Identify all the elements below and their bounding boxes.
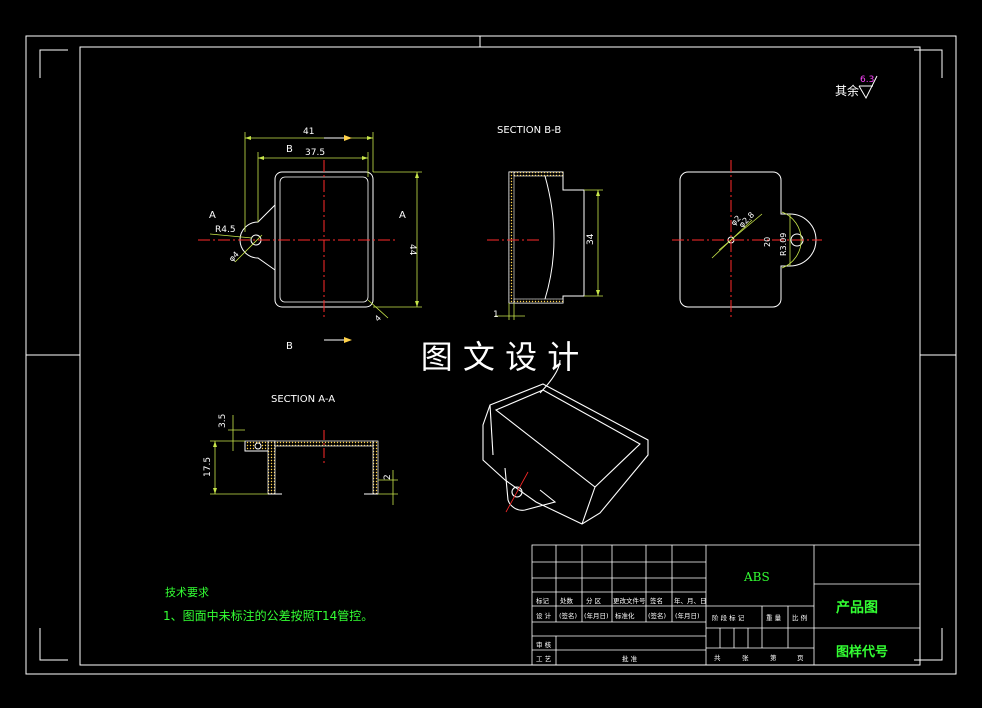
tb-header-3: 更改文件号 <box>613 596 646 605</box>
tb-header-0: 标记 <box>536 596 550 605</box>
side-view: φ2 φ2.8 20 R3.09 <box>672 160 822 318</box>
dim-height-20: 20 <box>763 237 772 247</box>
tb-design-1: (签名) <box>559 611 577 620</box>
dim-height-44: 44 <box>407 244 417 256</box>
dim-width-37-5: 37.5 <box>305 148 325 158</box>
tb-material: ABS <box>743 570 770 584</box>
section-mark-a-right: A <box>399 210 406 221</box>
tb-header-4: 签名 <box>650 596 663 605</box>
side-outline <box>679 171 817 308</box>
section-mark-b-bottom: B <box>286 341 293 352</box>
tb-approve: 批 准 <box>622 654 638 663</box>
tb-process: 工 艺 <box>536 655 552 663</box>
tb-stage-2: 比 例 <box>792 613 807 622</box>
front-view: 41 37.5 44 R4.5 φ4 4 A A B B <box>198 127 422 352</box>
section-aa: SECTION A-A 3.5 17.5 2 <box>203 394 398 505</box>
tb-drawing-no: 图样代号 <box>836 644 888 660</box>
inner-border <box>79 46 921 666</box>
section-mark-b-top: B <box>286 144 293 155</box>
tb-design-0: 设 计 <box>536 611 552 620</box>
section-aa-title: SECTION A-A <box>271 394 335 405</box>
tech-req-line1: 1、图面中未标注的公差按照T14管控。 <box>163 608 373 623</box>
section-bb-outline <box>508 171 585 304</box>
tb-header-2: 分 区 <box>586 596 602 605</box>
dim-2: 2 <box>383 474 393 480</box>
tb-sheet-1: 张 <box>742 653 749 662</box>
tb-sheet-0: 共 <box>714 653 721 662</box>
isometric-view <box>482 359 649 525</box>
dim-3-5: 3.5 <box>218 414 228 428</box>
section-mark-a-left: A <box>209 210 216 221</box>
watermark: 图 文 设 计 <box>421 338 580 376</box>
tb-design-4: (签名) <box>648 611 666 620</box>
tb-header-1: 处数 <box>560 596 574 605</box>
dim-depth-34: 34 <box>586 233 596 245</box>
tech-req-heading: 技术要求 <box>165 586 209 599</box>
tb-design-3: 标准化 <box>615 611 635 620</box>
section-bb-title: SECTION B-B <box>497 125 561 136</box>
tb-sheet-3: 页 <box>797 654 804 662</box>
roughness-value: 6.3 <box>860 75 874 85</box>
roughness-symbol: 其余 6.3 <box>835 75 878 100</box>
dim-r4-5: R4.5 <box>215 225 236 235</box>
roughness-label: 其余 <box>835 83 859 98</box>
dim-r3: R3.09 <box>779 233 788 256</box>
dim-width-41: 41 <box>303 127 314 137</box>
dim-corner-r: 4 <box>373 313 383 323</box>
dim-wall-1: 1 <box>493 310 499 320</box>
dim-phi4: φ4 <box>227 250 241 264</box>
tb-sheet-2: 第 <box>770 653 777 662</box>
sheet-frame <box>25 35 957 675</box>
tb-design-2: (年月日) <box>584 611 609 620</box>
tb-drawing-name: 产品图 <box>836 599 878 616</box>
tech-requirements: 技术要求 1、图面中未标注的公差按照T14管控。 <box>163 586 373 623</box>
title-block: 标记 处数 分 区 更改文件号 签名 年、月、日 设 计 (签名) (年月日) … <box>531 544 921 666</box>
tb-stage-1: 重 量 <box>766 614 782 622</box>
section-bb: SECTION B-B 34 1 <box>487 125 603 320</box>
dim-17-5: 17.5 <box>203 457 213 477</box>
tb-header-5: 年、月、日 <box>674 596 707 605</box>
tb-check: 审 核 <box>536 640 552 649</box>
tb-stage-0: 阶 段 标 记 <box>712 613 745 622</box>
tb-design-5: (年月日) <box>675 611 700 620</box>
